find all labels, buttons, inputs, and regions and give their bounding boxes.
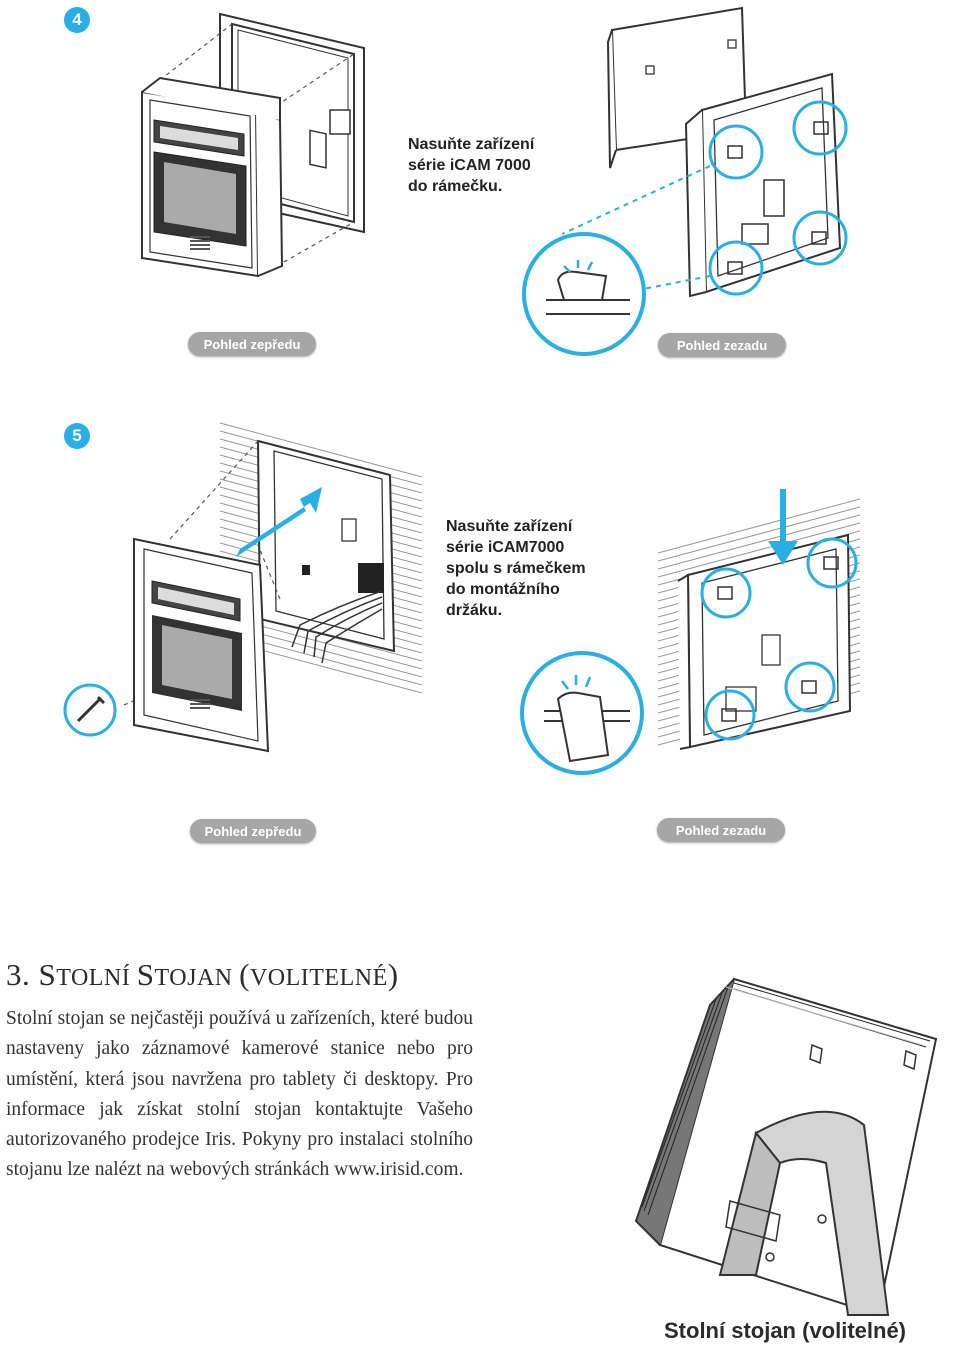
desk-stand-illustration [634, 977, 938, 1317]
step-5-back-view-label: Pohled zezadu [657, 818, 785, 842]
step-4-front-illustration [141, 12, 365, 278]
step-4-callout: Nasuňte zařízení série iCAM 7000 do ráme… [408, 136, 535, 195]
step-4-badge: 4 [64, 7, 90, 33]
desk-stand-caption: Stolní stojan (volitelné) [664, 1318, 907, 1343]
step-5-front-view-label: Pohled zepředu [190, 819, 316, 843]
step-5-callout: Nasuňte zařízení série iCAM7000 spolu s … [446, 518, 586, 619]
zoom-circle-icon [708, 124, 764, 180]
step-4-front-view-label: Pohled zepředu [188, 332, 316, 356]
step-5-front-illustration [63, 422, 423, 753]
step-5-badge: 5 [64, 423, 90, 449]
step-4-back-view-label: Pohled zezadu [658, 333, 786, 357]
section-heading: 3. STOLNÍ STOJAN (VOLITELNÉ) [6, 957, 399, 992]
section-body-paragraph: Stolní stojan se nejčastěji používá u za… [6, 1008, 473, 1181]
step-5-back-illustration [520, 489, 861, 775]
step-4-back-illustration [522, 6, 848, 356]
